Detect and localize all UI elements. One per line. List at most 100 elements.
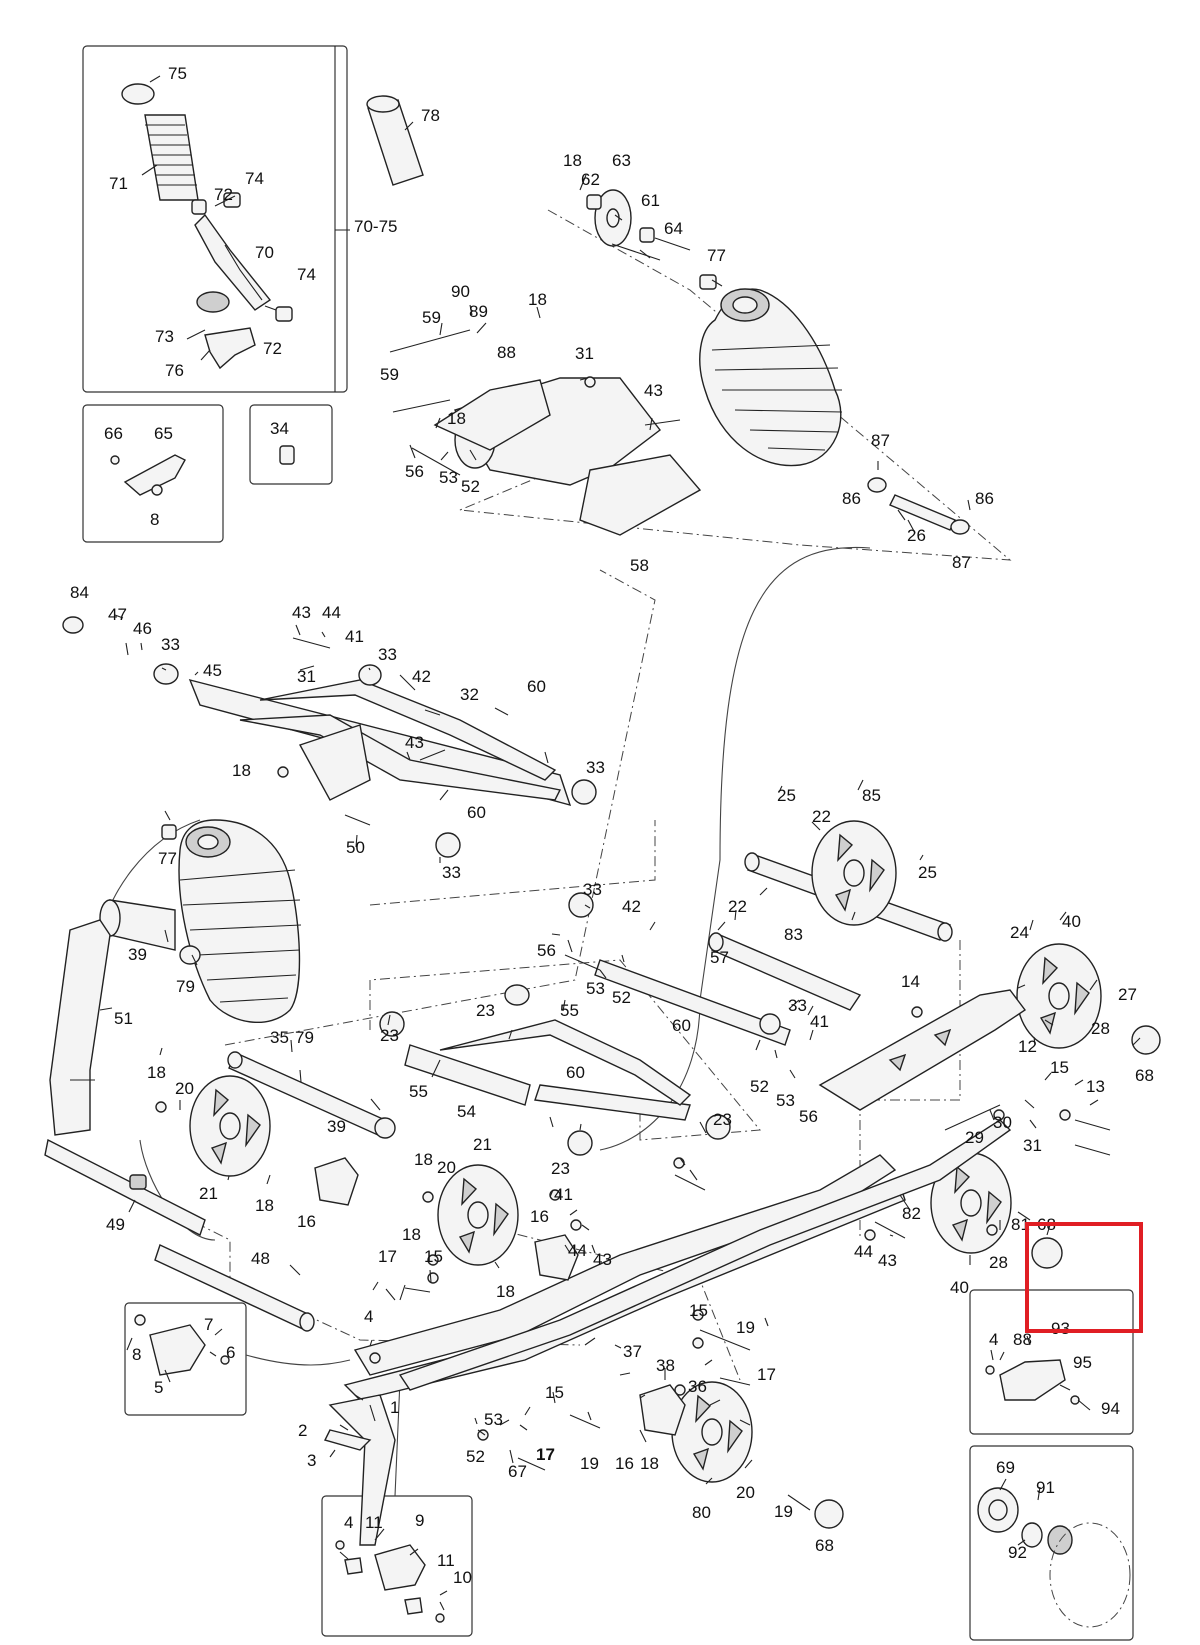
label-49: 49 — [106, 1215, 125, 1234]
label-54: 54 — [457, 1102, 476, 1121]
label-15a: 15 — [1050, 1058, 1069, 1077]
label-57: 57 — [710, 948, 729, 967]
label-19b: 19 — [580, 1454, 599, 1473]
label-30: 30 — [993, 1113, 1012, 1132]
label-16b: 16 — [530, 1207, 549, 1226]
label-33d: 33 — [442, 863, 461, 882]
assembly-line-front-arm-2 — [369, 820, 656, 906]
leader-lines — [99, 46, 1141, 1611]
label-46: 46 — [133, 619, 152, 638]
label-64: 64 — [664, 219, 683, 238]
slide-rail-1 — [323, 1119, 1012, 1546]
label-18-arm: 18 — [232, 761, 251, 780]
label-85: 85 — [862, 786, 881, 805]
label-42a: 42 — [412, 667, 431, 686]
arm-51 — [49, 919, 111, 1136]
label-55b: 55 — [409, 1082, 428, 1101]
label-20a: 20 — [175, 1079, 194, 1098]
rear-shock-77 — [699, 274, 843, 467]
label-53a: 53 — [586, 979, 605, 998]
label-88b: 88 — [1013, 1330, 1032, 1349]
rail-bracket-57 — [818, 989, 1027, 1111]
cap-68-lower — [814, 1499, 844, 1529]
label-65: 65 — [154, 424, 173, 443]
label-89: 89 — [469, 302, 488, 321]
wheel-bearing-69-91 — [977, 1487, 1131, 1628]
label-43-top: 43 — [644, 381, 663, 400]
label-75: 75 — [168, 64, 187, 83]
highlight-box — [1025, 1222, 1143, 1333]
label-91: 91 — [1036, 1478, 1055, 1497]
assembly-line-front-arm — [224, 569, 656, 1046]
label-59b: 59 — [380, 365, 399, 384]
label-17b: 17 — [757, 1365, 776, 1384]
label-23c: 23 — [713, 1110, 732, 1129]
axle-35-39 — [227, 1051, 396, 1139]
label-18-c: 18 — [447, 409, 466, 428]
label-31b: 31 — [1023, 1136, 1042, 1155]
label-33a: 33 — [161, 635, 180, 654]
label-52c: 52 — [466, 1447, 485, 1466]
label-60b: 60 — [467, 803, 486, 822]
label-87a: 87 — [871, 431, 890, 450]
label-78: 78 — [421, 106, 440, 125]
rear-bracket-95 — [985, 1359, 1080, 1405]
label-74b: 74 — [297, 265, 316, 284]
front-shock-boot — [161, 819, 302, 1023]
curve-shock-to-rail — [599, 546, 871, 1151]
label-19a: 19 — [736, 1318, 755, 1337]
label-56b: 56 — [799, 1107, 818, 1126]
label-70-75: 70-75 — [354, 217, 397, 236]
label-68a: 68 — [1135, 1066, 1154, 1085]
label-50: 50 — [346, 838, 365, 857]
label-40b: 40 — [950, 1278, 969, 1297]
bracket-inset-box — [82, 404, 224, 543]
label-76: 76 — [165, 361, 184, 380]
label-47: 47 — [108, 605, 127, 624]
label-43a: 43 — [292, 603, 311, 622]
label-13: 13 — [1086, 1077, 1105, 1096]
label-23a: 23 — [476, 1001, 495, 1020]
label-88: 88 — [497, 343, 516, 362]
label-44a: 44 — [322, 603, 341, 622]
grease-fitting-34 — [279, 445, 295, 465]
cap-68-highlighted — [1031, 1237, 1063, 1269]
label-79a: 79 — [176, 977, 195, 996]
label-86a: 86 — [842, 489, 861, 508]
label-14: 14 — [901, 972, 920, 991]
label-4c: 4 — [989, 1330, 998, 1349]
label-18i: 18 — [640, 1454, 659, 1473]
label-77-front: 77 — [158, 849, 177, 868]
wheel-21-center — [437, 1164, 519, 1266]
wheel-21-left — [189, 1075, 271, 1177]
label-32: 32 — [460, 685, 479, 704]
label-16a: 16 — [297, 1212, 316, 1231]
idler-shaft-83 — [708, 932, 862, 1011]
label-15c: 15 — [689, 1301, 708, 1320]
label-10: 10 — [453, 1568, 472, 1587]
label-9: 9 — [415, 1511, 424, 1530]
label-72b: 72 — [263, 339, 282, 358]
label-56-top: 56 — [405, 462, 424, 481]
label-15d: 15 — [545, 1383, 564, 1402]
label-16c: 16 — [615, 1454, 634, 1473]
label-43d: 43 — [878, 1251, 897, 1270]
label-27: 27 — [1118, 985, 1137, 1004]
bogie-brackets — [314, 1157, 686, 1436]
label-2: 2 — [298, 1421, 307, 1440]
label-90: 90 — [451, 282, 470, 301]
label-39b: 39 — [327, 1117, 346, 1136]
label-15b: 15 — [424, 1247, 443, 1266]
label-82: 82 — [902, 1204, 921, 1223]
label-1: 1 — [390, 1398, 399, 1417]
wheel-bearing-inset-box — [969, 1445, 1134, 1641]
shock-kit-inset-box — [82, 45, 348, 393]
label-42b: 42 — [622, 897, 641, 916]
label-92: 92 — [1008, 1543, 1027, 1562]
label-20c: 20 — [736, 1483, 755, 1502]
label-38: 38 — [656, 1356, 675, 1375]
label-62: 62 — [581, 170, 600, 189]
bracket-65 — [110, 454, 186, 496]
label-31a: 31 — [297, 667, 316, 686]
